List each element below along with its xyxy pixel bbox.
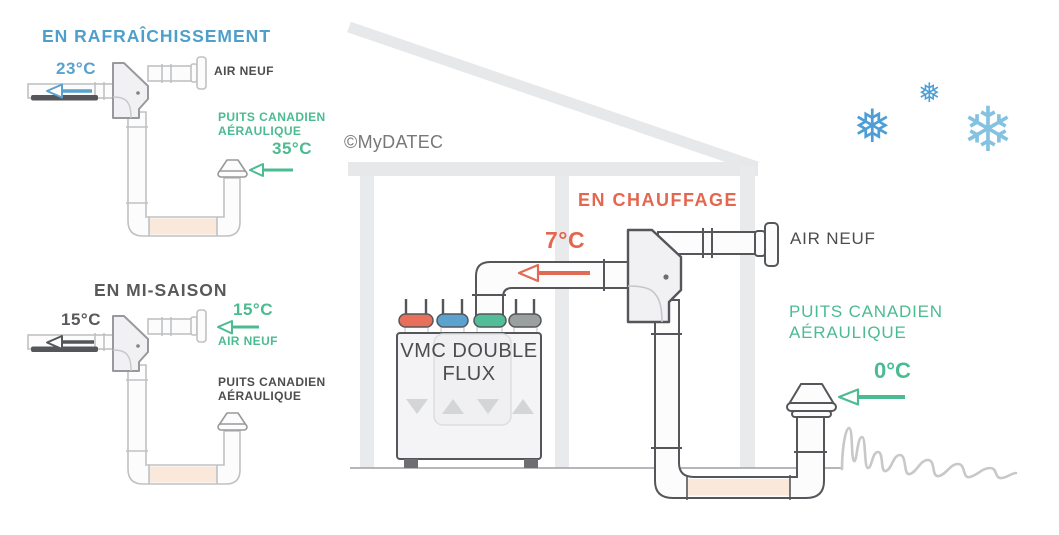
cooling-vent-cap: [217, 159, 248, 178]
heating-heat-pump-elbow: [626, 228, 683, 324]
heating-well-arrow-icon: [837, 388, 905, 406]
intake-flange: [764, 222, 779, 267]
vmc-label-line2: FLUX: [442, 363, 496, 385]
well-label-line1: PUITS CANADIEN: [789, 302, 943, 321]
midseason-extract-arrow-icon: [46, 335, 94, 350]
midseason-air-neuf-label: AIR NEUF: [218, 334, 278, 348]
airflow-up-triangle-icon: [512, 399, 534, 414]
well-label-line1: PUITS CANADIEN: [218, 110, 326, 124]
vmc-label-line1: VMC DOUBLE: [400, 340, 538, 362]
heating-well-label: PUITS CANADIEN AÉRAULIQUE: [789, 301, 943, 343]
midseason-extract-outer-duct: [31, 346, 98, 352]
cooling-title: EN RAFRAÎCHISSEMENT: [42, 26, 272, 46]
midseason-heat-pump-elbow: [112, 315, 149, 372]
house-structure: [347, 21, 843, 469]
buried-duct-warm-section: [687, 479, 790, 496]
midseason-duct-circuit: [27, 309, 241, 485]
midseason-extract-temp: 15°C: [61, 310, 101, 329]
snowflake-icon: ❄: [962, 96, 1014, 165]
heating-buried-duct: [651, 299, 827, 500]
cooling-extract-temp: 23°C: [56, 59, 96, 78]
heating-vent-cap: [786, 383, 837, 418]
intake-flange: [196, 56, 207, 90]
port-collar-exhaust-blue: [436, 313, 469, 328]
intake-pipe: [147, 318, 193, 335]
buried-duct-warm-section: [149, 466, 217, 483]
well-label-line2: AÉRAULIQUE: [218, 124, 302, 138]
cooling-air-neuf-label: AIR NEUF: [214, 64, 274, 78]
cooling-extract-outer-duct: [31, 95, 98, 101]
wall-stud-middle: [555, 176, 569, 468]
port-collar-extract-red: [398, 313, 434, 328]
heating-supply-temp: 7°C: [545, 227, 586, 253]
midseason-intake-temp: 15°C: [233, 300, 273, 319]
airflow-down-triangle-icon: [406, 399, 428, 414]
heating-title: EN CHAUFFAGE: [578, 190, 739, 210]
ground-scribble: [840, 426, 1018, 480]
wall-stud-right: [740, 166, 755, 468]
heating-air-neuf-label: AIR NEUF: [790, 229, 876, 248]
cooling-extract-arrow-icon: [46, 83, 92, 99]
well-label-line1: PUITS CANADIEN: [218, 375, 326, 389]
port-collar-freshair-green: [473, 313, 507, 328]
cooling-heat-pump-elbow: [112, 62, 149, 119]
cooling-well-temp: 35°C: [272, 139, 312, 158]
vmc-unit: [396, 299, 542, 468]
buried-duct-warm-section: [149, 218, 217, 235]
airflow-down-triangle-icon: [477, 399, 499, 414]
intake-flange-neck: [754, 230, 766, 257]
buried-duct: [127, 364, 241, 485]
copyright-watermark: ©MyDATEC: [344, 132, 444, 152]
vmc-unit-label: VMC DOUBLE FLUX: [397, 340, 541, 386]
port-collar-supply-gray: [508, 313, 542, 328]
intake-flange-neck: [190, 316, 198, 336]
airflow-up-triangle-icon: [442, 399, 464, 414]
heating-well-temp: 0°C: [874, 358, 911, 383]
intake-pipe: [147, 65, 193, 82]
cooling-well-arrow-icon: [249, 163, 293, 177]
heating-supply-duct: [472, 259, 629, 320]
intake-flange-neck: [190, 63, 198, 83]
snowflake-icon: ❅: [918, 78, 941, 108]
wall-stud-left: [360, 176, 374, 468]
ceiling-beam: [348, 162, 758, 176]
buried-duct: [127, 111, 241, 237]
vmc-foot: [524, 459, 538, 468]
midseason-vent-cap: [217, 412, 248, 431]
roof-beam: [347, 21, 759, 173]
intake-flange: [196, 309, 207, 343]
well-label-line2: AÉRAULIQUE: [218, 389, 302, 403]
heating-supply-arrow-icon: [517, 263, 590, 283]
vmc-foot: [404, 459, 418, 468]
snowflake-icon: ❅: [853, 100, 892, 152]
midseason-title: EN MI-SAISON: [94, 280, 228, 300]
midseason-well-label: PUITS CANADIEN AÉRAULIQUE: [218, 375, 326, 403]
midseason-intake-arrow-icon: [217, 320, 259, 335]
heating-intake-pipe: [657, 222, 779, 267]
cooling-well-label: PUITS CANADIEN AÉRAULIQUE: [218, 110, 326, 138]
well-label-line2: AÉRAULIQUE: [789, 323, 907, 342]
